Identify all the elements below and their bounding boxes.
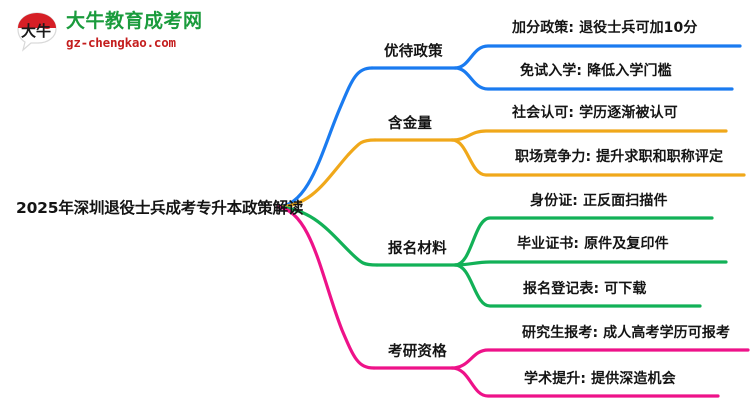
leaf-label-免试入学[interactable]: 免试入学: 降低入学门槛 — [520, 63, 672, 79]
leaf-label-职场竞争力[interactable]: 职场竞争力: 提升求职和职称评定 — [515, 149, 724, 165]
branch-connector-考研资格 — [276, 205, 750, 398]
leaf-label-加分政策[interactable]: 加分政策: 退役士兵可加10分 — [512, 20, 698, 36]
leaf-label-身份证[interactable]: 身份证: 正反面扫描件 — [530, 193, 668, 209]
branch-connectors — [276, 44, 750, 398]
leaf-label-学术提升[interactable]: 学术提升: 提供深造机会 — [524, 371, 676, 387]
branch-label-含金量[interactable]: 含金量 — [388, 116, 433, 132]
branch-label-优待政策[interactable]: 优待政策 — [384, 44, 443, 60]
site-logo[interactable]: 大牛 大牛教育成考网 gz-chengkao.com — [14, 8, 204, 58]
leaf-label-毕业证书[interactable]: 毕业证书: 原件及复印件 — [517, 236, 669, 252]
branch-connector-优待政策 — [276, 44, 742, 209]
svg-text:大牛: 大牛 — [21, 22, 51, 40]
leaf-label-社会认可[interactable]: 社会认可: 学历逐渐被认可 — [512, 105, 678, 121]
daniu-logo-icon: 大牛 — [17, 12, 57, 52]
leaf-label-研究生报考[interactable]: 研究生报考: 成人高考学历可报考 — [522, 325, 731, 341]
mindmap-root-node[interactable]: 2025年深圳退役士兵成考专升本政策解读 — [16, 199, 304, 217]
logo-text-block: 大牛教育成考网 gz-chengkao.com — [66, 10, 206, 51]
branch-connector-报名材料 — [276, 205, 728, 308]
logo-brand-name: 大牛教育成考网 — [66, 10, 203, 32]
branch-connector-含金量 — [276, 129, 746, 209]
logo-brand-url: gz-chengkao.com — [66, 35, 176, 50]
leaf-label-报名登记表[interactable]: 报名登记表: 可下载 — [523, 281, 647, 297]
branch-label-考研资格[interactable]: 考研资格 — [388, 344, 447, 360]
branch-label-报名材料[interactable]: 报名材料 — [388, 241, 447, 257]
